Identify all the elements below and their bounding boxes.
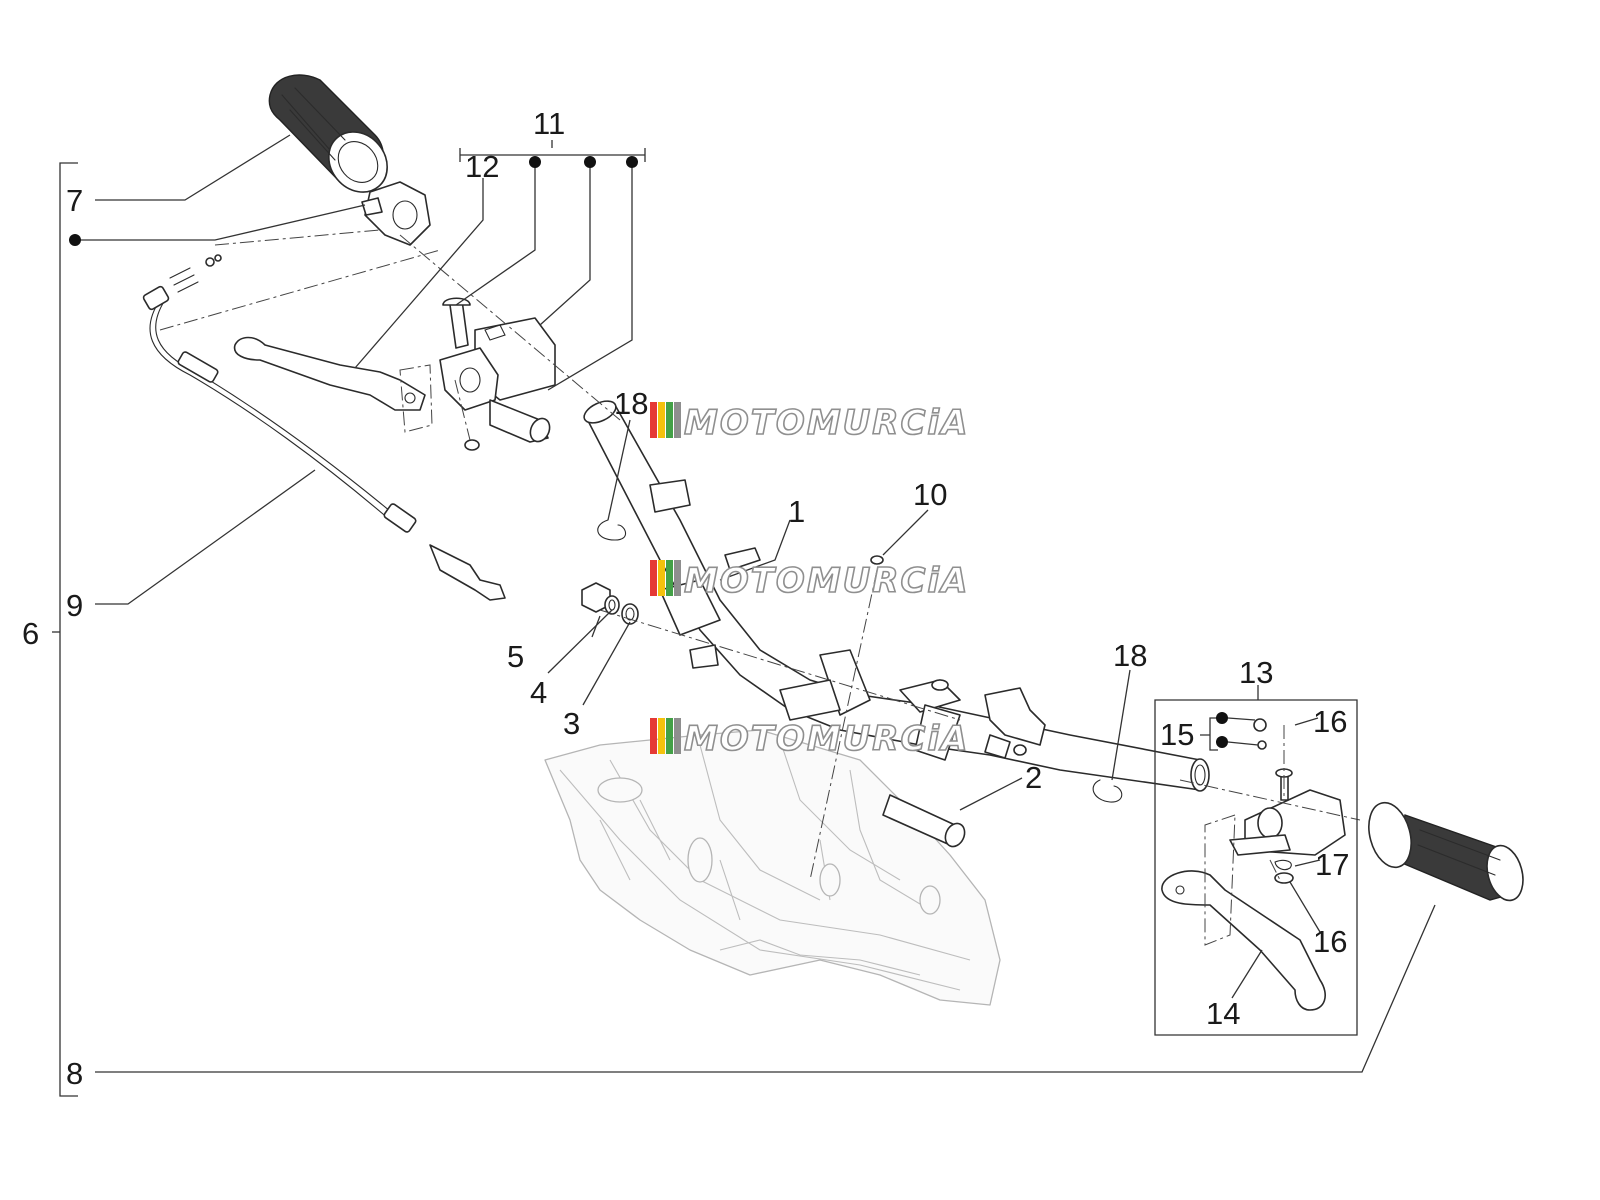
callout-1: 1	[788, 494, 805, 529]
left-grip	[268, 74, 388, 193]
callout-10: 10	[913, 477, 947, 512]
leader-lines	[52, 134, 1436, 1097]
watermark-stripe-grey	[674, 718, 681, 754]
callout-14: 14	[1206, 996, 1240, 1031]
callout-12: 12	[465, 149, 499, 184]
callout-13: 13	[1239, 655, 1273, 690]
callout-labels: 6 7 9 8 11 12 18 1 10 5 4 3 18 2 13 15 1…	[22, 106, 1349, 1091]
callout-8: 8	[66, 1056, 83, 1091]
watermark-text: MOTOMURCiA	[684, 719, 969, 759]
callout-4: 4	[530, 675, 547, 710]
nut-washer-stack	[581, 582, 639, 625]
callout-16-upper: 16	[1313, 704, 1347, 739]
circlip-upper	[597, 519, 627, 541]
callout-2: 2	[1025, 760, 1042, 795]
callout-3: 3	[563, 706, 580, 741]
watermark-stripe-red	[650, 402, 657, 438]
left-brake-lever	[233, 336, 426, 411]
bullet-dot	[69, 234, 81, 246]
callout-17: 17	[1315, 847, 1349, 882]
small-nut	[870, 555, 884, 565]
watermark-text: MOTOMURCiA	[684, 561, 969, 601]
right-grip	[1368, 801, 1524, 902]
callout-15: 15	[1160, 717, 1194, 752]
throttle-cable	[142, 254, 506, 601]
brake-master-cylinder	[439, 297, 556, 451]
watermark-3: MOTOMURCiA	[650, 718, 969, 760]
watermark-stripe-yellow	[658, 718, 665, 754]
watermark-stripe-red	[650, 560, 657, 596]
callout-6: 6	[22, 616, 39, 651]
callout-18-lower: 18	[1113, 638, 1147, 673]
bullet-dot	[584, 156, 596, 168]
watermark-stripe-green	[666, 718, 673, 754]
watermark-stripe-red	[650, 718, 657, 754]
throttle-control	[361, 181, 431, 246]
long-bolt	[882, 794, 966, 848]
watermark-stripe-yellow	[658, 402, 665, 438]
watermark-stripe-grey	[674, 402, 681, 438]
watermark-1: MOTOMURCiA	[650, 402, 969, 444]
callout-5: 5	[507, 639, 524, 674]
watermark-stripe-green	[666, 560, 673, 596]
watermark-stripe-green	[666, 402, 673, 438]
circlip-lower	[1092, 779, 1123, 803]
callout-16-lower: 16	[1313, 924, 1347, 959]
callout-18-upper: 18	[614, 386, 648, 421]
bullet-dot	[529, 156, 541, 168]
watermark-stripe-yellow	[658, 560, 665, 596]
bracket-group-6	[59, 162, 78, 1097]
bullet-dots	[69, 156, 1228, 748]
watermark-text: MOTOMURCiA	[684, 403, 969, 443]
watermark-stripe-grey	[674, 560, 681, 596]
bullet-dot	[626, 156, 638, 168]
callout-9: 9	[66, 588, 83, 623]
bullet-dot	[1216, 712, 1228, 724]
callout-7: 7	[66, 183, 83, 218]
right-lever-assembly	[1161, 718, 1346, 1011]
handlebar-tube	[583, 400, 1210, 792]
watermark-2: MOTOMURCiA	[650, 560, 969, 602]
legshield-panel-ghost	[544, 729, 1001, 1006]
callout-11: 11	[533, 106, 565, 141]
bullet-dot	[1216, 736, 1228, 748]
assembly-axes	[159, 229, 1361, 946]
